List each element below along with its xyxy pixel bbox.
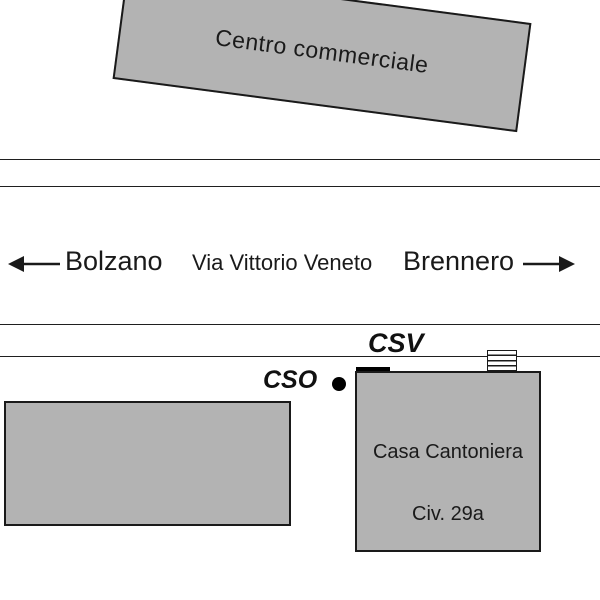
arrow-right-icon — [523, 255, 575, 273]
direction-bolzano-label: Bolzano — [65, 246, 163, 276]
cso-label: CSO — [263, 366, 318, 394]
centro-commerciale-label: Centro commerciale — [213, 23, 431, 78]
casa-cantoniera-label: Casa Cantoniera — [372, 441, 524, 463]
road-edge-line-1 — [0, 159, 600, 160]
street-name-label: Via Vittorio Veneto — [192, 250, 373, 275]
csv-label: CSV — [368, 328, 424, 358]
direction-brennero-label: Brennero — [403, 246, 515, 276]
centro-commerciale-building: Centro commerciale — [112, 0, 532, 133]
road-edge-line-2 — [0, 186, 600, 187]
road-edge-line-4 — [0, 356, 600, 357]
casa-cantoniera-building: Casa Cantoniera Civ. 29a — [355, 371, 541, 552]
building-left — [4, 401, 291, 526]
cso-dot-marker — [332, 377, 346, 391]
road-edge-line-3 — [0, 324, 600, 325]
arrow-left-icon — [8, 255, 60, 273]
civic-number-label: Civ. 29a — [412, 503, 484, 525]
hatched-box-marker — [487, 350, 517, 372]
